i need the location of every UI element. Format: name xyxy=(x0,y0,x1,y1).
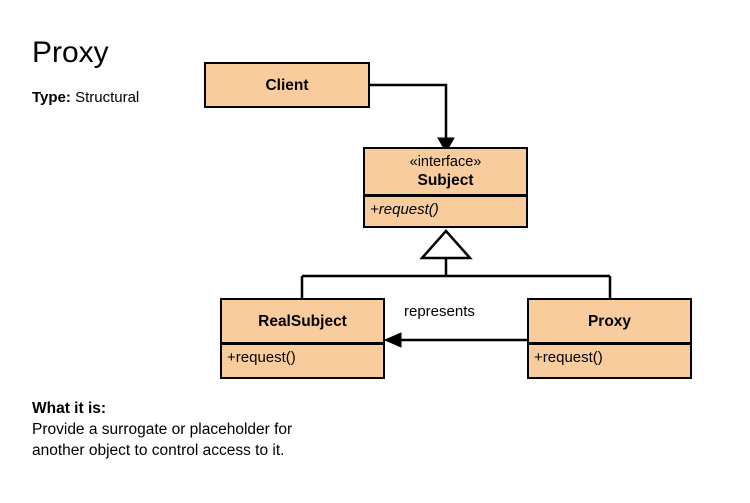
uml-class-realsubject-operations: +request() xyxy=(222,345,383,378)
uml-class-client[interactable]: Client xyxy=(204,62,370,108)
what-it-is-block: What it is: Provide a surrogate or place… xyxy=(32,398,292,461)
uml-class-subject-header: «interface» Subject xyxy=(365,149,526,194)
uml-class-proxy[interactable]: Proxy +request() xyxy=(527,298,692,379)
uml-class-client-header: Client xyxy=(206,64,368,106)
uml-class-realsubject-header: RealSubject xyxy=(222,300,383,342)
uml-operation-realsubject-request: +request() xyxy=(227,348,296,366)
uml-class-proxy-divider xyxy=(529,342,690,345)
uml-class-proxy-operations: +request() xyxy=(529,345,690,378)
connector-generalization-bus xyxy=(300,229,612,298)
pattern-type-label: Type: xyxy=(32,89,71,106)
uml-class-subject-divider xyxy=(365,194,526,197)
uml-operation-proxy-request: +request() xyxy=(534,348,603,366)
uml-class-client-name: Client xyxy=(265,76,309,94)
uml-class-subject-name: Subject xyxy=(417,172,474,189)
page-title: Proxy xyxy=(32,36,109,69)
uml-class-realsubject-divider xyxy=(222,342,383,345)
uml-class-subject-stereotype: «interface» xyxy=(409,154,482,170)
uml-class-subject[interactable]: «interface» Subject +request() xyxy=(363,147,528,228)
uml-operation-subject-request: +request() xyxy=(370,200,439,218)
connector-proxy-to-realsubject xyxy=(383,332,527,348)
connector-client-to-subject xyxy=(370,83,455,154)
what-it-is-line-2: another object to control access to it. xyxy=(32,442,285,459)
relation-label-represents: represents xyxy=(404,303,475,320)
what-it-is-heading: What it is: xyxy=(32,400,107,417)
uml-class-realsubject-name: RealSubject xyxy=(258,312,347,330)
uml-class-proxy-name: Proxy xyxy=(587,312,632,330)
pattern-type-line: Type: Structural xyxy=(32,88,139,108)
pattern-type-value: Structural xyxy=(75,89,140,106)
uml-class-subject-operations: +request() xyxy=(365,197,526,227)
uml-class-proxy-header: Proxy xyxy=(529,300,690,342)
what-it-is-line-1: Provide a surrogate or placeholder for xyxy=(32,421,293,438)
uml-class-realsubject[interactable]: RealSubject +request() xyxy=(220,298,385,379)
